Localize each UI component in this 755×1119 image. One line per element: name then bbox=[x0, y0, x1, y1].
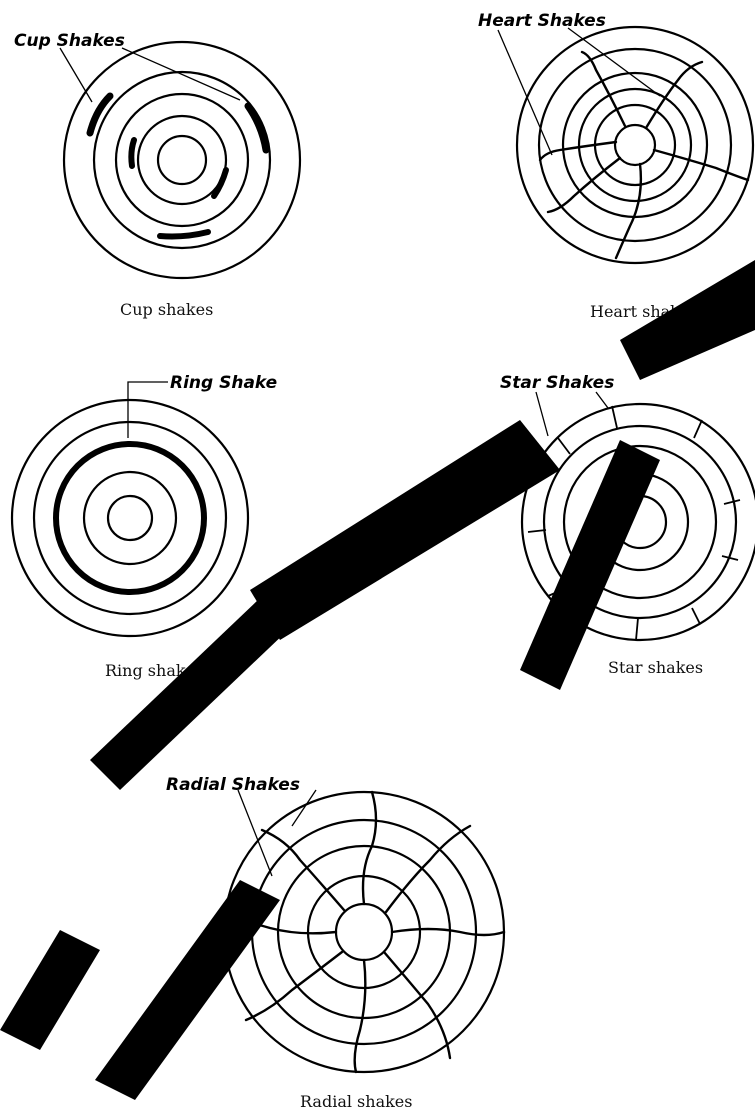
cup-shake-mark bbox=[131, 140, 134, 166]
cup-shakes-label: Cup Shakes bbox=[14, 31, 125, 51]
cup-shakes-caption: Cup shakes bbox=[120, 300, 213, 319]
star-shakes-label: Star Shakes bbox=[500, 373, 614, 393]
radial-shake-cracks bbox=[226, 792, 504, 1072]
heart-shake-crack bbox=[646, 62, 702, 128]
cup-shake-mark bbox=[160, 232, 208, 237]
heart-shakes-diagram: Heart Shakes Heart shakes bbox=[478, 11, 753, 321]
ring-shake-mark bbox=[56, 444, 204, 592]
cup-shakes-diagram: Cup Shakes Cup shakes bbox=[14, 31, 300, 319]
diagonal-watermark bbox=[0, 260, 755, 1100]
star-shakes-caption: Star shakes bbox=[608, 658, 703, 677]
heart-shakes-label: Heart Shakes bbox=[478, 11, 606, 31]
heart-shake-crack bbox=[616, 164, 641, 258]
radial-shakes-caption: Radial shakes bbox=[300, 1092, 412, 1111]
ring-shake-label: Ring Shake bbox=[170, 373, 277, 393]
radial-shakes-label: Radial Shakes bbox=[166, 775, 300, 795]
cup-shake-mark bbox=[214, 170, 226, 196]
